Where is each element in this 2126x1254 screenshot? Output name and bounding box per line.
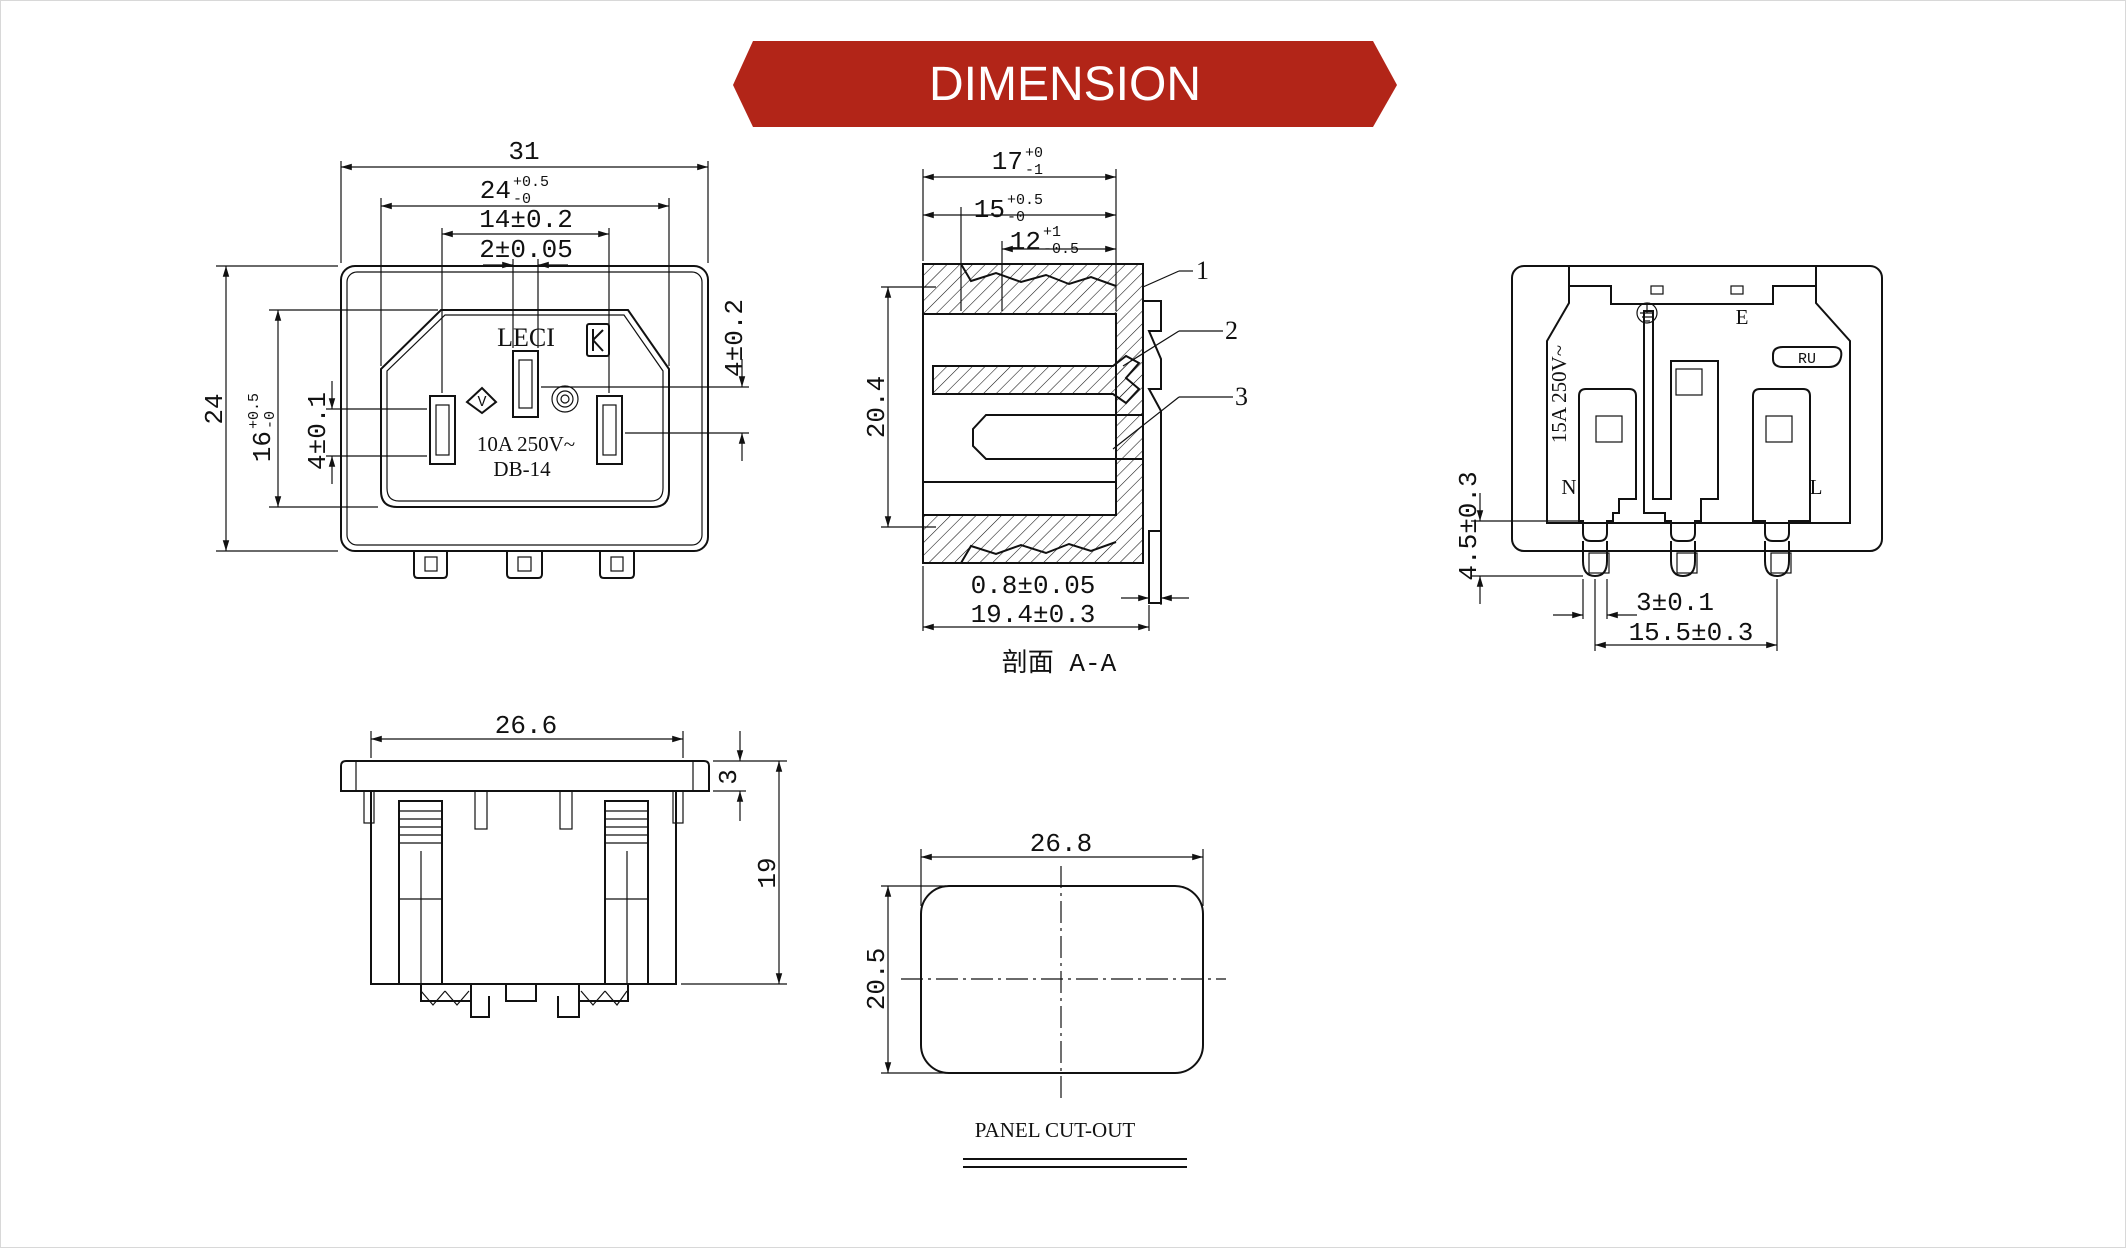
side-view: 26.6 3 19 — [340, 711, 787, 1018]
svg-text:RU: RU — [1798, 351, 1816, 368]
ccc-mark-icon — [551, 385, 579, 413]
svg-text:-0: -0 — [1007, 209, 1025, 226]
section-dim-thickness: 0.8±0.05 — [971, 571, 1096, 601]
front-model-label: DB-14 — [493, 457, 551, 481]
svg-text:+0.5: +0.5 — [1007, 192, 1043, 209]
svg-text:V: V — [477, 394, 486, 411]
rear-terminal-l — [1752, 388, 1811, 574]
rear-label-live: L — [1810, 475, 1823, 499]
front-left-pin — [429, 395, 456, 465]
cutout-extension-lines — [881, 849, 1204, 1074]
front-dim-pin-span: 14±0.2 — [479, 205, 573, 235]
front-right-pin — [596, 395, 623, 465]
svg-text:+1: +1 — [1043, 224, 1061, 241]
svg-text:12: 12 — [1010, 227, 1041, 257]
section-callout-1: 1 — [1196, 256, 1209, 285]
section-dim-overall-depth: 19.4±0.3 — [971, 600, 1096, 630]
rear-terminal-marking-icon — [1595, 368, 1793, 443]
section-view: 1 2 3 17 +0 -1 15 +0.5 -0 — [862, 145, 1248, 679]
svg-text:-0: -0 — [262, 411, 279, 429]
section-caption: 剖面 A-A — [1002, 648, 1117, 679]
rear-dim-terminal-span: 15.5±0.3 — [1629, 618, 1754, 648]
front-extension-lines — [216, 161, 749, 552]
svg-text:16: 16 — [248, 431, 278, 462]
front-center-pin — [512, 350, 539, 418]
front-dim-center-pin-length: 4±0.2 — [720, 299, 750, 377]
section-pin-hatched — [932, 354, 1141, 405]
side-dim-height: 19 — [753, 857, 783, 888]
rear-label-earth: E — [1736, 305, 1749, 329]
side-right-latch — [604, 800, 649, 985]
svg-text:24: 24 — [480, 176, 511, 206]
svg-text:+0.5: +0.5 — [513, 174, 549, 191]
side-dim-flange: 3 — [714, 769, 744, 785]
side-bottom-terminals — [420, 984, 629, 1018]
front-rating-label: 10A 250V~ — [477, 432, 575, 456]
front-dim-opening-height: 16 +0.5 -0 — [246, 393, 279, 462]
front-bottom-tabs — [413, 551, 635, 579]
front-view: LECI V 10A 250V~ DB-14 — [200, 137, 750, 579]
rear-dim-terminal-length: 4.5±0.3 — [1454, 471, 1484, 580]
header-title: DIMENSION — [929, 58, 1201, 111]
svg-text:+0: +0 — [1025, 145, 1043, 162]
certification-mark-icon: V — [465, 386, 498, 415]
ground-symbol-icon — [1636, 302, 1658, 324]
rear-extension-lines — [1471, 520, 1778, 651]
section-callout-2: 2 — [1225, 316, 1238, 345]
header-banner: DIMENSION — [733, 41, 1397, 127]
front-dim-overall-width: 31 — [508, 137, 539, 167]
svg-text:17: 17 — [992, 147, 1023, 177]
front-dim-height: 24 — [200, 393, 230, 424]
section-dim-depth: 17 +0 -1 — [992, 145, 1043, 179]
front-dim-opening-width: 24 +0.5 -0 — [480, 174, 549, 208]
section-dim-depth-3: 12 +1 -0.5 — [1010, 224, 1079, 258]
rear-terminal-n — [1578, 388, 1637, 574]
rear-outer-body — [1511, 265, 1883, 552]
cutout-dim-width: 26.8 — [1030, 829, 1092, 859]
front-brand-label: LECI — [497, 323, 555, 352]
rear-terminal-e — [1643, 310, 1719, 574]
rear-dim-terminal-pitch: 3±0.1 — [1636, 588, 1714, 618]
cutout-dim-height: 20.5 — [862, 948, 892, 1010]
header-banner-shape — [733, 41, 1397, 127]
front-receptacle-opening — [380, 309, 670, 508]
side-extension-lines — [370, 731, 787, 985]
svg-text:-1: -1 — [1025, 162, 1043, 179]
panel-cutout-view: 26.8 20.5 PANEL CUT-OUT — [862, 829, 1226, 1168]
svg-text:-0.5: -0.5 — [1043, 241, 1079, 258]
rear-view: RU N E L 15A 250V~ 4.5±0.3 3±0.1 15.5±0.… — [1454, 265, 1883, 651]
section-dim-depth-2: 15 +0.5 -0 — [974, 192, 1043, 226]
rear-rating-label: 15A 250V~ — [1547, 345, 1571, 443]
section-callout-3: 3 — [1235, 382, 1248, 411]
kc-mark-icon — [586, 323, 610, 357]
section-dim-height: 20.4 — [862, 376, 892, 438]
rear-label-neutral: N — [1561, 475, 1576, 499]
panel-cutout-caption: PANEL CUT-OUT — [975, 1118, 1136, 1142]
front-dim-pin-length: 4±0.1 — [303, 392, 333, 470]
side-left-latch — [398, 800, 443, 985]
svg-text:-0: -0 — [513, 191, 531, 208]
front-dim-center-pin: 2±0.05 — [479, 235, 573, 265]
side-dim-width: 26.6 — [495, 711, 557, 741]
side-body — [370, 790, 677, 985]
ur-mark-icon: RU — [1772, 346, 1843, 368]
svg-text:15: 15 — [974, 195, 1005, 225]
svg-text:+0.5: +0.5 — [246, 393, 263, 429]
side-flange — [340, 760, 710, 792]
